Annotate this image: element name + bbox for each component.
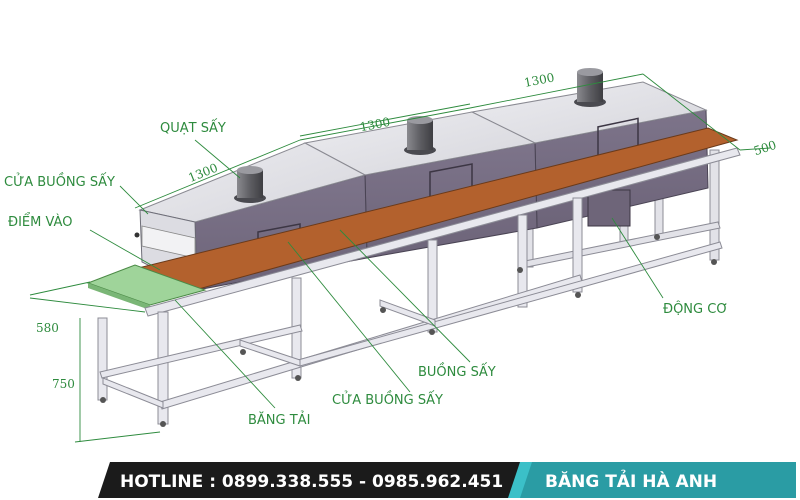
leader-lines — [89, 139, 664, 409]
hotline-banner: HOTLINE : 0899.338.555 - 0985.962.451 BĂ… — [98, 462, 796, 498]
brand-text: BĂNG TẢI HÀ ANH — [545, 469, 717, 492]
fan-3 — [574, 68, 606, 107]
fan-2 — [404, 116, 436, 155]
label-quat-say: QUẠT SẤY — [160, 119, 226, 136]
hotline-text: HOTLINE : 0899.338.555 - 0985.962.451 — [120, 472, 503, 492]
dim-width-front: 580 — [36, 321, 59, 335]
frame-feet — [100, 234, 717, 427]
label-diem-vao: ĐIỂM VÀO — [8, 213, 72, 230]
dim-height: 750 — [52, 377, 75, 391]
label-dong-co: ĐỘNG CƠ — [663, 301, 728, 317]
label-cua-buong-say-top: CỬA BUỒNG SẤY — [4, 173, 115, 190]
conveyor-belt — [86, 127, 739, 310]
label-buong-say: BUỒNG SẤY — [418, 363, 496, 380]
dim-depth: 500 — [752, 138, 778, 158]
dimension-lines — [29, 73, 771, 443]
dim-seg2: 1300 — [359, 115, 392, 135]
frame-front — [97, 147, 741, 425]
motor-box — [587, 189, 631, 227]
dim-seg3: 1300 — [523, 70, 556, 90]
label-bang-tai: BĂNG TẢI — [248, 411, 310, 428]
label-cua-buong-say-bottom: CỬA BUỒNG SẤY — [332, 391, 443, 408]
fan-1 — [234, 166, 266, 203]
